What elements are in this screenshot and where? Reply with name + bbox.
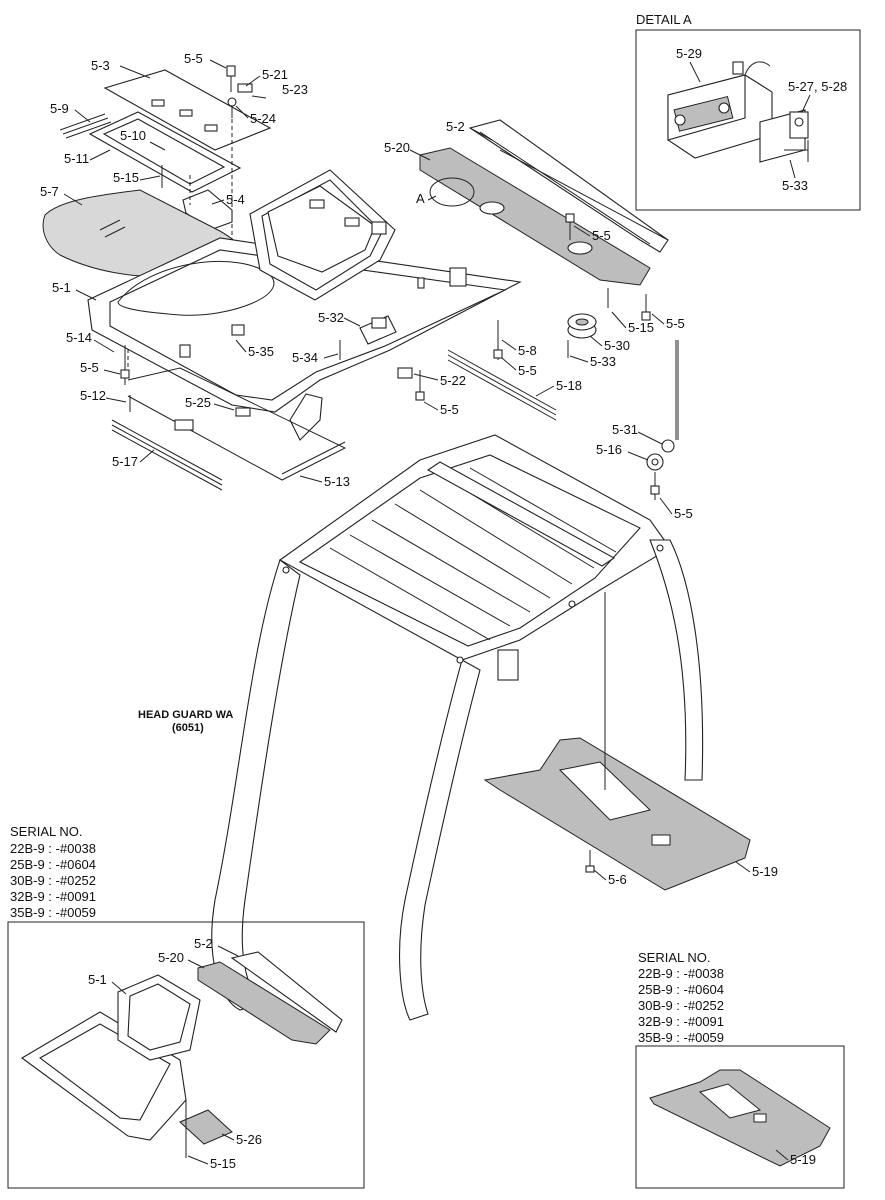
head-guard-code: (6051) <box>172 722 204 734</box>
serial-left-label-5-15: 5-15 <box>210 1156 236 1171</box>
label-5-5-e: 5-5 <box>518 363 537 378</box>
label-5-31: 5-31 <box>612 422 638 437</box>
serial-left-label-5-26: 5-26 <box>236 1132 262 1147</box>
roof-cover-group <box>42 69 272 375</box>
label-5-24: 5-24 <box>250 111 276 126</box>
detail-a-panel: DETAIL A 5-29 5-27, 5-28 5-33 <box>635 12 861 211</box>
serial-left-row-5: 35B-9 : -#0059 <box>10 905 96 920</box>
label-5-33: 5-33 <box>590 354 616 369</box>
label-A: A <box>416 191 425 206</box>
serial-left-row-3: 30B-9 : -#0252 <box>10 873 96 888</box>
label-5-15-a: 5-15 <box>113 170 139 185</box>
head-guard-label: HEAD GUARD WA <box>138 709 233 721</box>
roof-frame-5-1 <box>87 169 522 441</box>
bolts <box>120 165 651 412</box>
serial-right-border <box>635 1045 845 1189</box>
serial-left-label-5-20: 5-20 <box>158 950 184 965</box>
head-guard-frame <box>211 434 704 1021</box>
label-5-34: 5-34 <box>292 350 318 365</box>
label-5-3: 5-3 <box>91 58 110 73</box>
serial-right-row-5: 35B-9 : -#0059 <box>638 1030 724 1045</box>
label-5-32: 5-32 <box>318 310 344 325</box>
speaker-5-30 <box>567 313 597 358</box>
floor-plate-5-19 <box>483 592 751 891</box>
label-5-2: 5-2 <box>446 119 465 134</box>
label-5-25: 5-25 <box>185 395 211 410</box>
serial-left-label-5-1: 5-1 <box>88 972 107 987</box>
label-5-5-f: 5-5 <box>440 402 459 417</box>
label-5-19: 5-19 <box>752 864 778 879</box>
radio-unit-drawing <box>667 61 809 163</box>
serial-left-row-2: 25B-9 : -#0604 <box>10 857 96 872</box>
front-left-post <box>211 559 301 1011</box>
serial-right-row-2: 25B-9 : -#0604 <box>638 982 724 997</box>
label-5-1: 5-1 <box>52 280 71 295</box>
label-5-15-b: 5-15 <box>628 320 654 335</box>
part-labels: 5-3 5-5 5-21 5-23 5-24 5-9 5-10 5-11 5-1… <box>40 51 778 887</box>
label-5-8: 5-8 <box>518 343 537 358</box>
fastener-cluster-top <box>226 65 267 118</box>
serial-right-label-5-19: 5-19 <box>790 1152 816 1167</box>
serial-right-row-4: 32B-9 : -#0091 <box>638 1014 724 1029</box>
label-5-16: 5-16 <box>596 442 622 457</box>
detail-a-label-533: 5-33 <box>782 178 808 193</box>
rail-5-20 <box>419 147 651 286</box>
serial-left-label-5-2: 5-2 <box>194 936 213 951</box>
label-5-7: 5-7 <box>40 184 59 199</box>
label-5-21: 5-21 <box>262 67 288 82</box>
label-5-18: 5-18 <box>556 378 582 393</box>
label-5-5-g: 5-5 <box>674 506 693 521</box>
label-5-13: 5-13 <box>324 474 350 489</box>
detail-a-label-529: 5-29 <box>676 46 702 61</box>
front-right-post <box>399 659 481 1021</box>
detail-a-label-527-528: 5-27, 5-28 <box>788 79 847 94</box>
serial-left-row-1: 22B-9 : -#0038 <box>10 841 96 856</box>
detail-a-title: DETAIL A <box>636 12 692 27</box>
label-5-6: 5-6 <box>608 872 627 887</box>
label-5-35: 5-35 <box>248 344 274 359</box>
label-5-12: 5-12 <box>80 388 106 403</box>
label-5-5-d: 5-5 <box>80 360 99 375</box>
serial-left-block: SERIAL NO. 22B-9 : -#0038 25B-9 : -#0604… <box>7 824 365 1189</box>
detail-a-border <box>635 29 861 211</box>
label-5-11: 5-11 <box>64 151 89 166</box>
label-5-4: 5-4 <box>226 192 245 207</box>
label-5-17: 5-17 <box>112 454 138 469</box>
serial-left-border <box>7 921 365 1189</box>
serial-left-row-4: 32B-9 : -#0091 <box>10 889 96 904</box>
serial-right-title: SERIAL NO. <box>638 950 710 965</box>
label-5-10: 5-10 <box>120 128 146 143</box>
label-5-22: 5-22 <box>440 373 466 388</box>
label-5-5-a: 5-5 <box>184 51 203 66</box>
label-5-23: 5-23 <box>282 82 308 97</box>
serial-right-row-3: 30B-9 : -#0252 <box>638 998 724 1013</box>
label-5-30: 5-30 <box>604 338 630 353</box>
label-5-14: 5-14 <box>66 330 92 345</box>
label-5-5-c: 5-5 <box>666 316 685 331</box>
rear-right-post <box>649 539 704 781</box>
serial-right-block: SERIAL NO. 22B-9 : -#0038 25B-9 : -#0604… <box>635 950 845 1189</box>
label-5-20: 5-20 <box>384 140 410 155</box>
roof-rails <box>419 119 669 286</box>
lower-rails <box>111 349 557 491</box>
label-5-5-b: 5-5 <box>592 228 611 243</box>
serial-right-row-1: 22B-9 : -#0038 <box>638 966 724 981</box>
label-5-9: 5-9 <box>50 101 69 116</box>
serial-left-title: SERIAL NO. <box>10 824 82 839</box>
antenna-5-31 <box>646 340 679 500</box>
